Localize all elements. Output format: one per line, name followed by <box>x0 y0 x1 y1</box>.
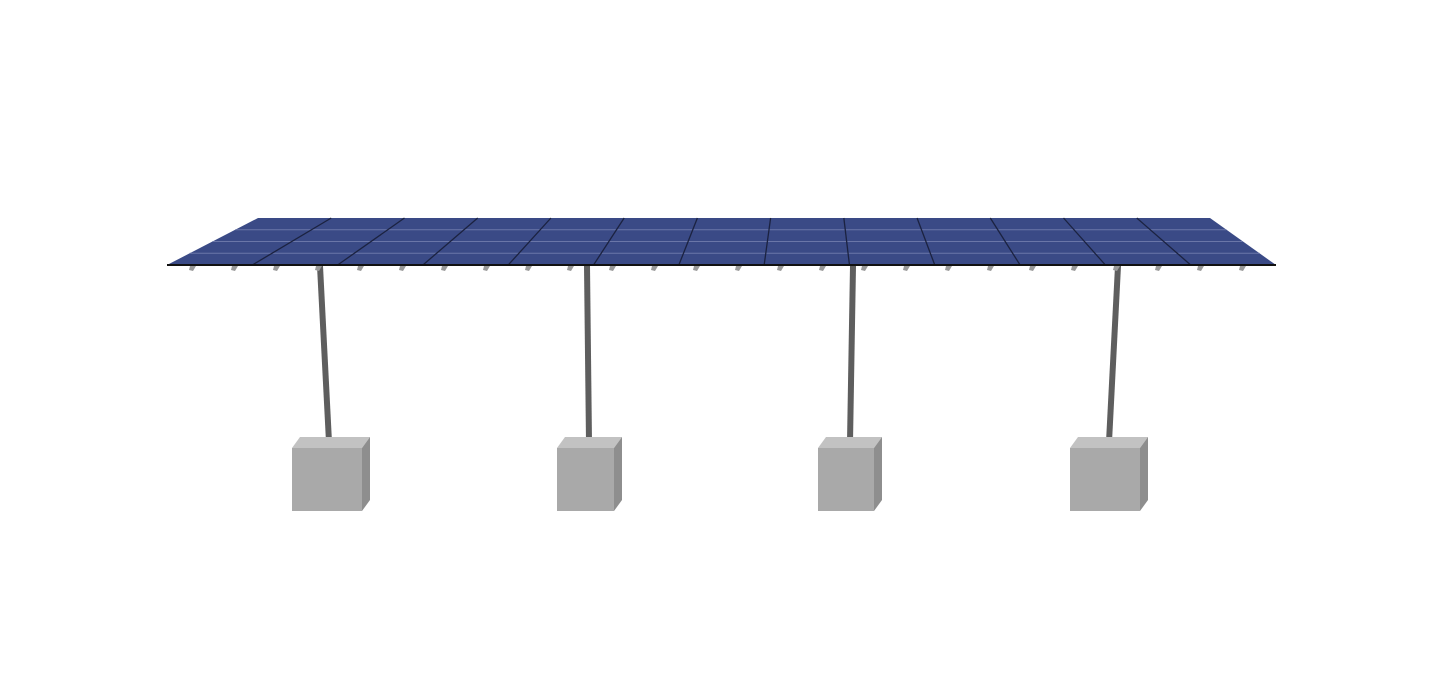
mounting-clamp <box>693 266 700 271</box>
mounting-clamp <box>1239 266 1246 271</box>
mounting-clamp <box>441 266 448 271</box>
concrete-block-top <box>818 437 882 448</box>
concrete-block-front <box>557 448 614 511</box>
panel-column-line <box>592 217 625 266</box>
concrete-block-side <box>874 437 882 511</box>
mounting-clamp <box>945 266 952 271</box>
mounting-clamp <box>1029 266 1036 271</box>
mounting-clamp <box>1113 266 1120 271</box>
mounting-clamp <box>861 266 868 271</box>
panel-column-line <box>251 217 332 266</box>
steel-post <box>317 266 332 442</box>
solar-panel-array <box>167 217 1276 271</box>
panel-column-line <box>1063 217 1106 266</box>
mounting-clamp <box>483 266 490 271</box>
mounting-clamp <box>1155 266 1162 271</box>
mounting-clamp <box>567 266 574 271</box>
concrete-block-side <box>362 437 370 511</box>
mounting-clamp <box>987 266 994 271</box>
mounting-clamp <box>651 266 658 271</box>
panel-column-line <box>678 217 698 266</box>
support-post <box>1070 266 1148 511</box>
mounting-clamp <box>609 266 616 271</box>
panel-column-line <box>1136 217 1192 266</box>
panel-column-line <box>989 217 1021 266</box>
mounting-clamp <box>399 266 406 271</box>
mounting-clamp <box>189 266 196 271</box>
steel-post <box>1106 266 1121 442</box>
mounting-clamp <box>819 266 826 271</box>
mounting-clamp <box>525 266 532 271</box>
mounting-clamp <box>1071 266 1078 271</box>
support-post <box>557 266 622 511</box>
concrete-block-top <box>292 437 370 448</box>
concrete-block-side <box>614 437 622 511</box>
mounting-clamp <box>1197 266 1204 271</box>
support-post <box>292 266 370 511</box>
support-post <box>818 266 882 511</box>
mounting-clamp <box>735 266 742 271</box>
mounting-clamp <box>315 266 322 271</box>
panel-column-line <box>507 217 552 266</box>
panel-column-line <box>843 217 851 266</box>
steel-post <box>584 266 592 442</box>
concrete-block-front <box>818 448 874 511</box>
concrete-block-top <box>557 437 622 448</box>
mounting-clamp <box>273 266 280 271</box>
mounting-clamp <box>231 266 238 271</box>
mounting-clamp <box>777 266 784 271</box>
panel-column-line <box>337 217 405 266</box>
panel-column-line <box>916 217 936 266</box>
concrete-block-side <box>1140 437 1148 511</box>
support-posts <box>292 266 1148 511</box>
mounting-clamp <box>903 266 910 271</box>
mounting-clamp <box>357 266 364 271</box>
steel-post <box>847 266 856 442</box>
panel-column-line <box>763 217 772 266</box>
panel-column-line <box>422 217 479 266</box>
concrete-block-top <box>1070 437 1148 448</box>
concrete-block-front <box>292 448 362 511</box>
concrete-block-front <box>1070 448 1140 511</box>
